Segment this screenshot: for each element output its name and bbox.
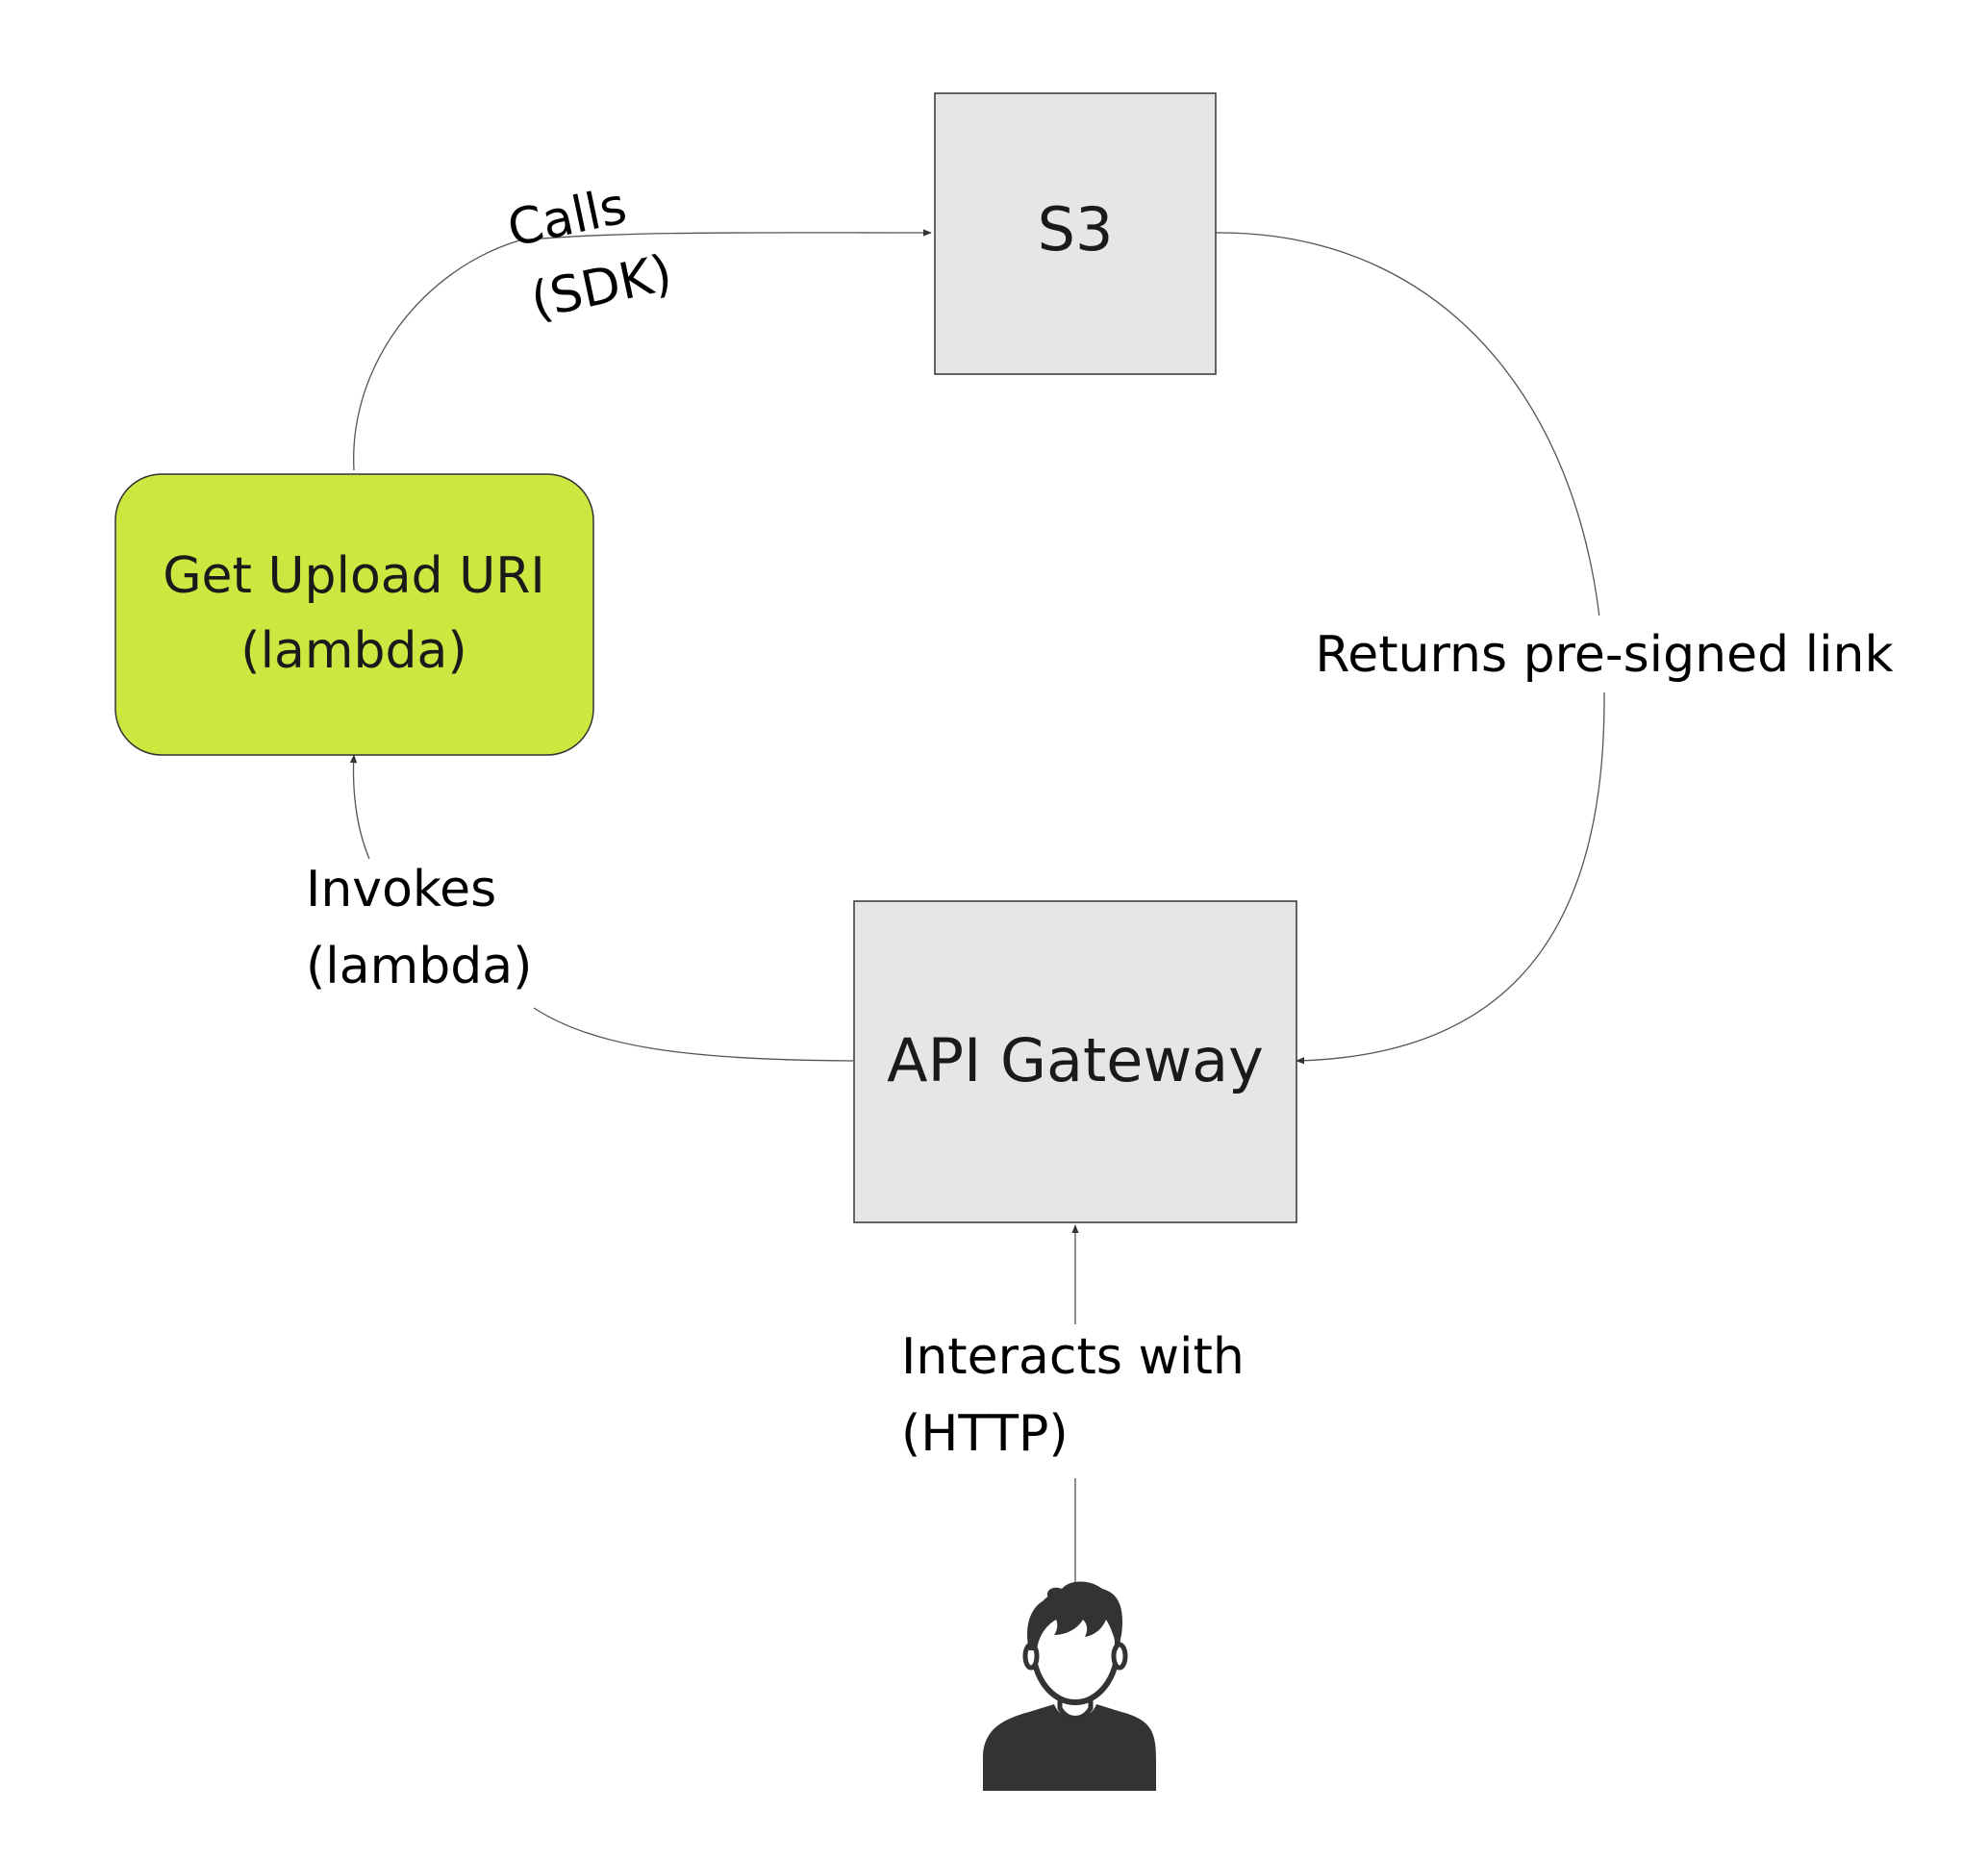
lambda-label-line2: (lambda) — [240, 622, 466, 680]
calls-label-line1: Calls — [503, 177, 632, 259]
user-avatar-icon — [983, 1581, 1156, 1791]
api-gateway-label: API Gateway — [887, 1025, 1264, 1095]
user-node[interactable] — [983, 1581, 1156, 1792]
calls-label-line2: (SDK) — [526, 244, 677, 330]
invokes-connector — [533, 1007, 854, 1062]
s3-node[interactable]: S3 — [934, 92, 1217, 375]
lambda-box — [114, 473, 594, 756]
s3-label: S3 — [1038, 194, 1114, 264]
api-gateway-node[interactable]: API Gateway — [853, 900, 1297, 1223]
returns-label: Returns pre-signed link — [1315, 626, 1893, 684]
interacts-label-line1: Interacts with — [901, 1328, 1245, 1386]
invokes-connector-upper — [349, 754, 370, 860]
s3-box — [934, 92, 1217, 375]
calls-label: Calls (SDK) — [503, 177, 677, 330]
api-gateway-box — [853, 900, 1297, 1223]
invokes-label-line2: (lambda) — [306, 938, 532, 995]
invokes-label-line1: Invokes — [306, 861, 496, 918]
lambda-label-line1: Get Upload URI — [163, 547, 544, 605]
returns-label-mask — [1308, 616, 1904, 692]
lambda-node[interactable]: Get Upload URI (lambda) — [114, 473, 594, 756]
calls-connector — [353, 229, 932, 471]
interacts-label-line2: (HTTP) — [901, 1405, 1069, 1463]
